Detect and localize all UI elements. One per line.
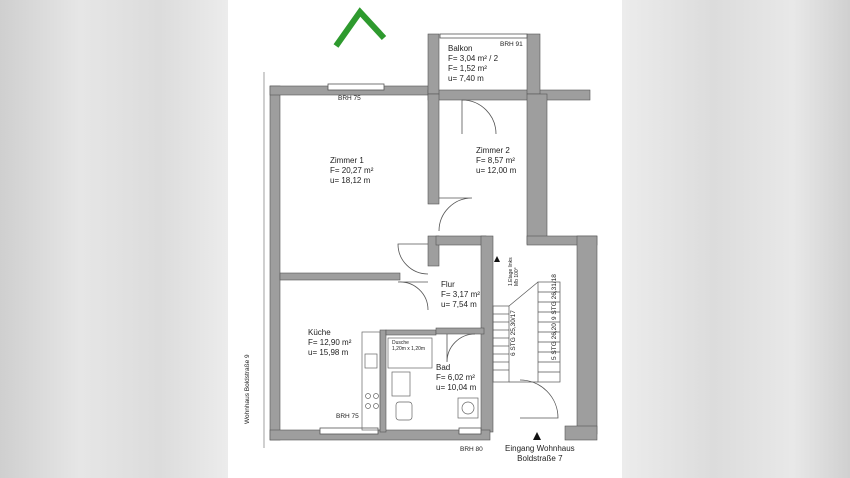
room-perimeter: u= 18,12 m (330, 176, 371, 185)
bathroom-fixtures (387, 337, 479, 421)
room-area: F= 3,04 m² / 2 (448, 54, 499, 63)
room-perimeter: u= 15,98 m (308, 348, 349, 357)
room-name: Bad (436, 363, 451, 372)
staircase (492, 281, 561, 383)
stair-dimension: 26,20 (551, 323, 558, 340)
entrance-line: Boldstraße 7 (517, 454, 563, 463)
walls (269, 33, 598, 441)
zimmer1-brh: BRH 75 (338, 95, 361, 102)
stair-label-right: 9 STG 26,31/18 (551, 274, 559, 320)
room-name: Zimmer 2 (476, 146, 510, 155)
entrance-line: Eingang Wohnhaus (505, 444, 575, 453)
stair-label-left: 6 STG 25,30/17 (510, 310, 518, 356)
kueche-brh: BRH 75 (336, 413, 359, 420)
stair-note: 1.Etage links Mb 100° (508, 257, 520, 286)
bottom-brh: BRH 80 (460, 446, 483, 453)
room-name: Zimmer 1 (330, 156, 364, 165)
kitchen-counter (361, 331, 381, 431)
room-area: F= 6,02 m² (436, 373, 475, 382)
flur-label: Flur F= 3,17 m² u= 7,54 m (441, 280, 480, 310)
stair-label-lower: 5 STG 26,20 (551, 323, 559, 360)
room-area: F= 20,27 m² (330, 166, 374, 175)
zimmer1-label: Zimmer 1 F= 20,27 m² u= 18,12 m (330, 156, 373, 186)
zimmer2-label: Zimmer 2 F= 8,57 m² u= 12,00 m (476, 146, 516, 176)
room-name: Küche (308, 328, 331, 337)
room-name: Balkon (448, 44, 473, 53)
bad-label: Bad F= 6,02 m² u= 10,04 m (436, 363, 476, 393)
stair-count: 9 STG (551, 301, 558, 320)
side-building-label: Wohnhaus Boldstraße 9 (244, 354, 251, 424)
kueche-label: Küche F= 12,90 m² u= 15,98 m (308, 328, 351, 358)
entrance-arrow-icon (533, 432, 541, 440)
doors (397, 99, 559, 419)
room-area: F= 12,90 m² (308, 338, 352, 347)
room-perimeter: u= 10,04 m (436, 383, 477, 392)
stair-up-arrow-icon (494, 256, 500, 262)
room-perimeter: u= 12,00 m (476, 166, 517, 175)
shower-size: 1,20m x 1,20m (392, 346, 426, 352)
stair-count: 6 STG (510, 337, 517, 356)
north-arrow-icon (333, 7, 387, 48)
room-name: Flur (441, 280, 455, 289)
room-area: F= 3,17 m² (441, 290, 480, 299)
room-area: F= 8,57 m² (476, 156, 515, 165)
stair-dimension: 26,31/18 (551, 274, 558, 300)
balkon-label: Balkon F= 3,04 m² / 2 F= 1,52 m² u= 7,40… (448, 44, 498, 84)
stair-count: 5 STG (551, 341, 558, 360)
balkon-brh: BRH 91 (500, 41, 523, 48)
windows (319, 33, 528, 435)
shower-name: Dusche (392, 340, 409, 346)
blurred-background-left (0, 0, 228, 478)
blurred-background-right (622, 0, 850, 478)
stair-note-line: Mb 100° (514, 267, 520, 286)
room-perimeter: u= 7,54 m (441, 300, 477, 309)
stair-dimension: 25,30/17 (510, 310, 517, 336)
room-area: F= 1,52 m² (448, 64, 487, 73)
room-perimeter: u= 7,40 m (448, 74, 484, 83)
dusche-label: Dusche 1,20m x 1,20m (392, 340, 425, 352)
entrance-label: Eingang Wohnhaus Boldstraße 7 (505, 444, 575, 464)
